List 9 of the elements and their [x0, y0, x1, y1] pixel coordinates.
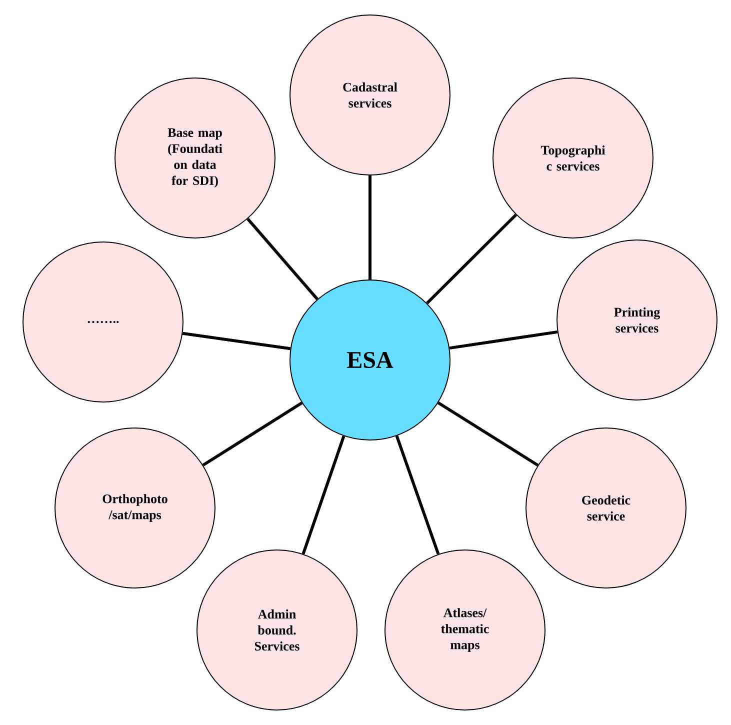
- connector-line: [437, 402, 539, 466]
- connector-line: [368, 176, 372, 280]
- connector-line: [302, 436, 346, 554]
- connector-line: [395, 435, 440, 555]
- connector-line: [182, 332, 291, 350]
- connector-line: [449, 330, 558, 350]
- connector-line: [202, 402, 303, 466]
- connector-line: [426, 214, 517, 304]
- connector-line: [246, 218, 318, 300]
